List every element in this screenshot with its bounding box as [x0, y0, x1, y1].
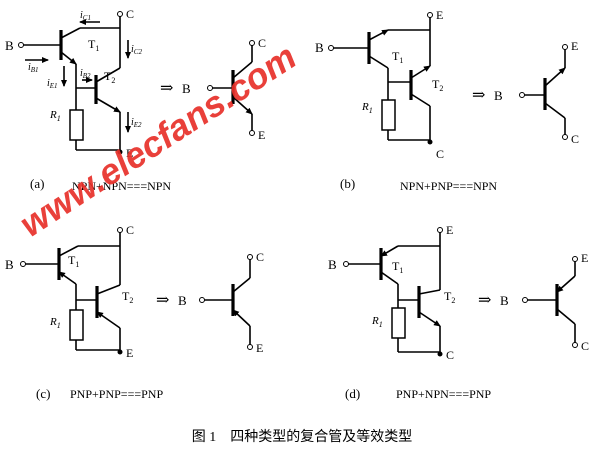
panel-a-base-label: B	[5, 38, 14, 53]
panel-d-resistor-label: R1	[371, 315, 383, 329]
panel-c-t2-label: T2	[122, 289, 133, 305]
panel-d-equation: PNP+NPN===PNP	[396, 387, 491, 401]
panel-a-ie1-label: iE1	[47, 78, 58, 90]
panel-c-eq-emitter-label: E	[256, 341, 263, 355]
panel-b-t2-label: T2	[432, 77, 443, 93]
figure-caption: 图 1 四种类型的复合管及等效类型	[192, 428, 413, 445]
panel-c-equation: PNP+PNP===PNP	[70, 387, 163, 401]
panel-d-circuit	[343, 227, 578, 357]
panel-a-ic2-label: iC2	[131, 44, 142, 56]
panel-b-eq-base-label: B	[494, 88, 503, 103]
panel-a-ie2-label: iE2	[131, 117, 142, 129]
panel-c-emitter-label: E	[126, 346, 133, 360]
panel-d-base-label: B	[328, 257, 337, 272]
panel-c-eq-base-label: B	[178, 293, 187, 308]
panel-b-collector-label: C	[436, 147, 444, 161]
panel-b-label: (b)	[340, 176, 355, 191]
panel-d-eq-emitter-label: E	[581, 251, 588, 265]
panel-a-ic1-label: iC1	[80, 10, 91, 22]
panel-b-circuit	[328, 12, 568, 145]
panel-a-eq-collector-label: C	[258, 36, 266, 50]
panel-b-emitter-label: E	[436, 8, 443, 22]
panel-a-t2-label: T2	[104, 69, 115, 85]
panel-b-base-label: B	[315, 40, 324, 55]
panel-c-circuit	[20, 227, 253, 355]
panel-b-t1-label: T1	[392, 49, 403, 65]
panel-b-equivalence-arrow: ⇒	[472, 87, 485, 104]
panel-b-eq-collector-label: C	[571, 132, 579, 146]
panel-c-t1-label: T1	[68, 253, 79, 269]
panel-d-emitter-label: E	[446, 223, 453, 237]
panel-a-eq-emitter-label: E	[258, 128, 265, 142]
panel-a-t1-label: T1	[88, 37, 99, 53]
panel-a-circuit	[18, 11, 255, 155]
panel-c-equivalence-arrow: ⇒	[156, 292, 169, 309]
panel-c-base-label: B	[5, 257, 14, 272]
panel-b-resistor-label: R1	[361, 101, 373, 115]
panel-a-collector-label: C	[126, 7, 134, 21]
panel-d-equivalence-arrow: ⇒	[478, 292, 491, 309]
panel-a-equivalence-arrow: ⇒	[160, 80, 173, 97]
panel-b-equation: NPN+PNP===NPN	[400, 179, 497, 193]
panel-d-t2-label: T2	[444, 289, 455, 305]
panel-a-resistor-label: R1	[49, 109, 61, 123]
panel-c-eq-collector-label: C	[256, 250, 264, 264]
panel-d-collector-label: C	[446, 348, 454, 362]
panel-b-eq-emitter-label: E	[571, 39, 578, 53]
panel-a-emitter-label: E	[126, 146, 133, 160]
panel-a-eq-base-label: B	[182, 81, 191, 96]
panel-c-resistor-label: R1	[49, 316, 61, 330]
panel-d-t1-label: T1	[392, 259, 403, 275]
panel-a-ib1-label: iB1	[28, 62, 39, 74]
panel-d-eq-collector-label: C	[581, 339, 589, 353]
panel-a-ib2-label: iB2	[80, 68, 91, 80]
panel-a-label: (a)	[30, 176, 44, 191]
panel-c-collector-label: C	[126, 223, 134, 237]
panel-d-eq-base-label: B	[500, 293, 509, 308]
panel-a-equation: NPN+NPN===NPN	[72, 179, 171, 193]
panel-d-label: (d)	[345, 386, 360, 401]
panel-c-label: (c)	[36, 386, 50, 401]
